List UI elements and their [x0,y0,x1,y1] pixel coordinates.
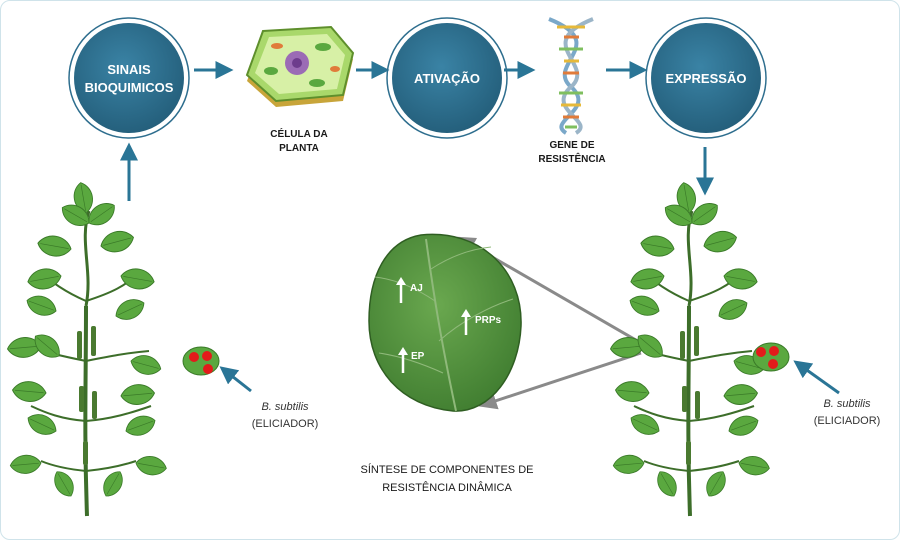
caption-gene-line2: RESISTÊNCIA [538,152,605,165]
leaf-label-prps: PRPs [475,315,502,326]
fruit-dot [203,364,213,374]
node-expressao: EXPRESSÃO [645,17,767,139]
plant-right [610,181,790,516]
eliciador-right-role: (ELICIADOR) [814,415,881,427]
node-sinais-bioquimicos: SINAIS BIOQUIMICOS [68,17,190,139]
fruit-dot [769,346,779,356]
caption-celula-line2: PLANTA [279,143,319,154]
leaf-label-aj: AJ [410,283,423,294]
sinais-label-line1: SINAIS [107,62,151,77]
arrow-eliciador-left [219,366,252,393]
fruit-dot [202,351,212,361]
eliciador-right-species: B. subtilis [823,398,871,410]
caption-gene-line1: GENE DE [549,140,594,151]
eliciador-left-role: (ELICIADOR) [252,418,319,430]
arrow-plant-leaf-bottom [478,351,642,410]
fruit-dot [756,347,766,357]
arrow-eliciador-right [793,360,840,395]
plant-cell-icon [245,25,355,107]
eliciador-left-species: B. subtilis [261,401,309,413]
node-ativacao: ATIVAÇÃO [386,17,508,139]
expressao-label: EXPRESSÃO [666,71,747,86]
dna-helix-icon [548,17,594,135]
sinais-label-line2: BIOQUIMICOS [85,80,174,95]
fruit-dot [768,359,778,369]
synthesis-line2: RESISTÊNCIA DINÂMICA [382,481,512,494]
leaf-label-ep: EP [411,351,425,362]
resistance-leaf-icon: AJ PRPs EP [368,233,522,412]
ativacao-label: ATIVAÇÃO [414,71,480,86]
synthesis-line1: SÍNTESE DE COMPONENTES DE [361,463,534,476]
fruit-dot [189,352,199,362]
plant-left [7,181,220,516]
caption-celula-line1: CÉLULA DA [270,127,327,140]
